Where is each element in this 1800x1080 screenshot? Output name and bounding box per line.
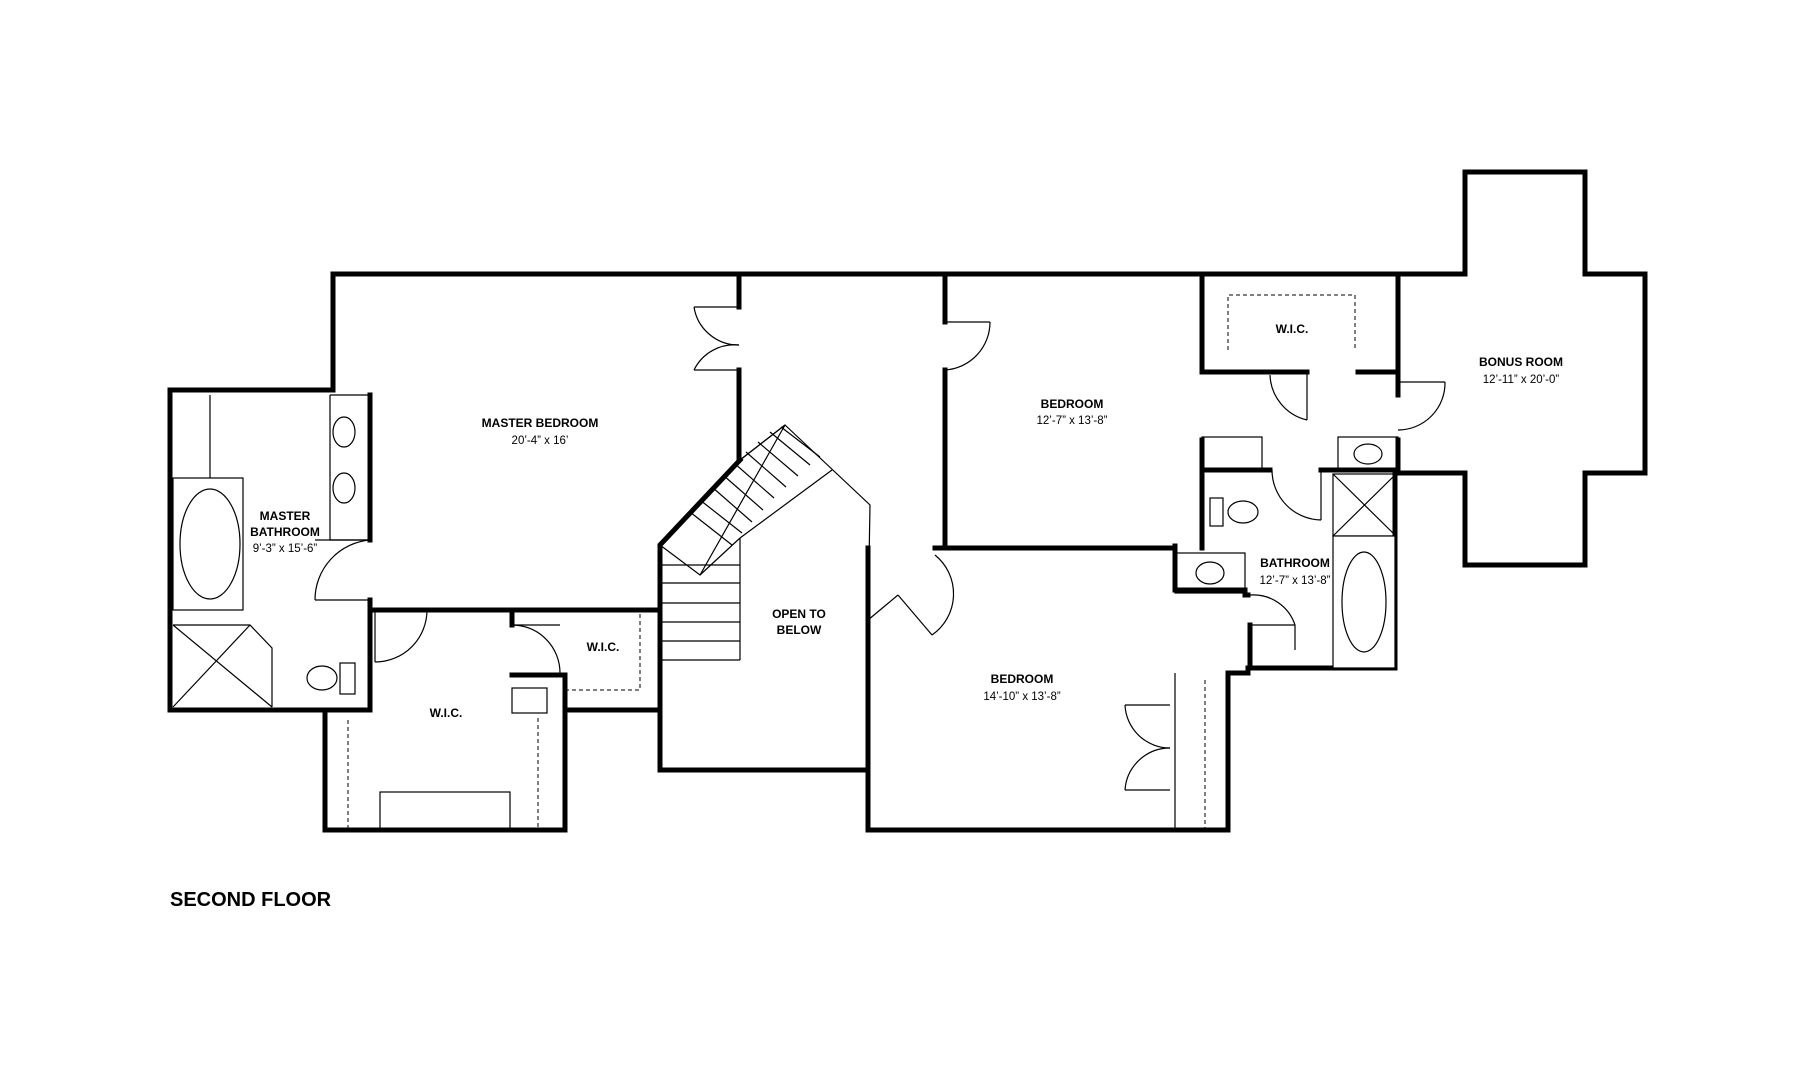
wic-small-label: W.I.C. [587,640,620,654]
wic-large-shelves [347,687,548,831]
bathroom-shower [1332,473,1397,537]
master-toilet [306,662,356,695]
doors [314,306,1446,791]
door-master-bedroom [693,306,740,371]
bedroom-upper-dims: 12’-7” x 13’-8” [1037,415,1108,427]
bathroom-tub [1332,535,1396,669]
bedroom-upper-label: BEDROOM [1041,397,1104,411]
master-bathroom-label-2: BATHROOM [250,525,320,539]
door-bathroom-upper [1271,469,1322,521]
door-wic-large [374,609,428,663]
master-bedroom-dims: 20’-4” x 16’ [512,435,569,447]
master-tub [172,395,244,611]
bonus-room-dims: 12’-11” x 20’-0” [1483,374,1560,386]
floor-title: SECOND FLOOR [170,889,332,911]
bonus-room-label: BONUS ROOM [1479,355,1563,369]
bathroom-dims: 12’-7” x 13’-8” [1260,575,1331,587]
bedroom-lower-label: BEDROOM [991,672,1054,686]
master-bedroom-label: MASTER BEDROOM [482,416,599,430]
door-wic-upper [1269,372,1308,421]
bathroom-sink-lower [1174,552,1246,594]
door-wic-small [511,624,561,674]
door-upper-bedroom [944,321,991,371]
master-vanity [329,394,370,541]
bathroom-counter-upper [1201,436,1399,471]
bedroom-lower-dims: 14’-10” x 13’-8” [983,691,1061,703]
wic-large-label: W.I.C. [430,706,463,720]
wic-upper-label: W.I.C. [1276,322,1309,336]
staircase [659,424,871,661]
open-to-below-label-2: BELOW [777,623,822,637]
master-bathroom-label-1: MASTER [260,509,311,523]
wic-small-shelves [565,614,641,691]
bathroom-toilet [1209,497,1259,527]
door-master-bath [314,539,371,601]
bathroom-label: BATHROOM [1260,556,1330,570]
door-bonus-room [1397,381,1446,431]
exterior-walls [167,169,1648,833]
lower-closet-shelves [1174,673,1206,830]
room-labels: MASTER BEDROOM 20’-4” x 16’ MASTER BATHR… [250,322,1563,720]
door-lower-bedroom-closet [1124,704,1171,791]
master-shower [172,624,273,708]
door-lower-bedroom [867,554,955,636]
open-to-below-label-1: OPEN TO [772,607,826,621]
fixtures [172,294,1399,831]
master-bathroom-dims: 9’-3” x 15’-6” [253,543,318,555]
